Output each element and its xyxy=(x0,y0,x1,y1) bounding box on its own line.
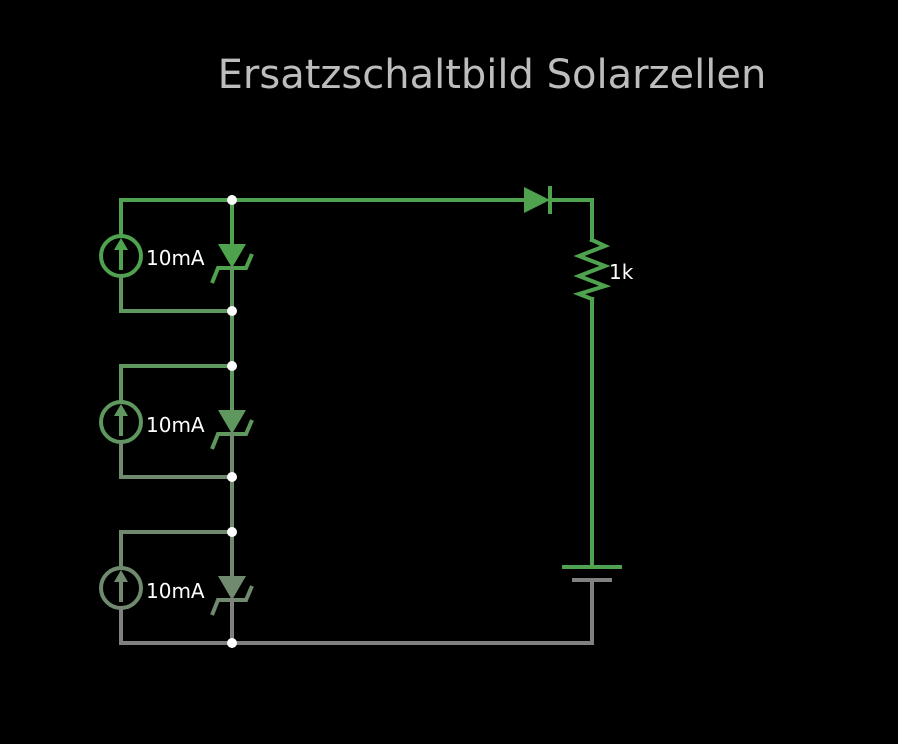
junction-dot xyxy=(227,306,237,316)
junction-dot xyxy=(227,361,237,371)
current-source-icon xyxy=(99,400,143,444)
cell-2-bottom-wire xyxy=(119,440,234,479)
cell-3-bottom-wire xyxy=(119,606,234,645)
junction-dot xyxy=(227,638,237,648)
diagram-title: Ersatzschaltbild Solarzellen xyxy=(218,52,767,98)
cell-1-source-label: 10mA xyxy=(146,246,205,270)
series-branch: 1k xyxy=(230,186,634,645)
diode-resistor-wire xyxy=(548,198,594,242)
cell-2-source-label: 10mA xyxy=(146,413,205,437)
cell-2-top-wire xyxy=(119,364,234,402)
solar-cell-1: 10mA xyxy=(99,198,254,313)
diode-icon xyxy=(524,186,552,214)
solar-cell-2: 10mA xyxy=(99,364,254,479)
cell-3-top-wire xyxy=(119,530,234,568)
junction-dots xyxy=(227,195,237,648)
junction-dot xyxy=(227,472,237,482)
cell-1-bottom-wire xyxy=(119,274,234,313)
current-source-icon xyxy=(99,234,143,278)
current-source-icon xyxy=(99,566,143,610)
junction-dot xyxy=(227,527,237,537)
solar-cell-3: 10mA xyxy=(99,530,254,645)
cell-1-top-wire xyxy=(119,198,234,236)
ground-wire xyxy=(230,578,594,645)
junction-dot xyxy=(227,195,237,205)
cell-3-source-label: 10mA xyxy=(146,579,205,603)
resistor-icon xyxy=(572,237,612,302)
resistor-label: 1k xyxy=(609,260,634,284)
